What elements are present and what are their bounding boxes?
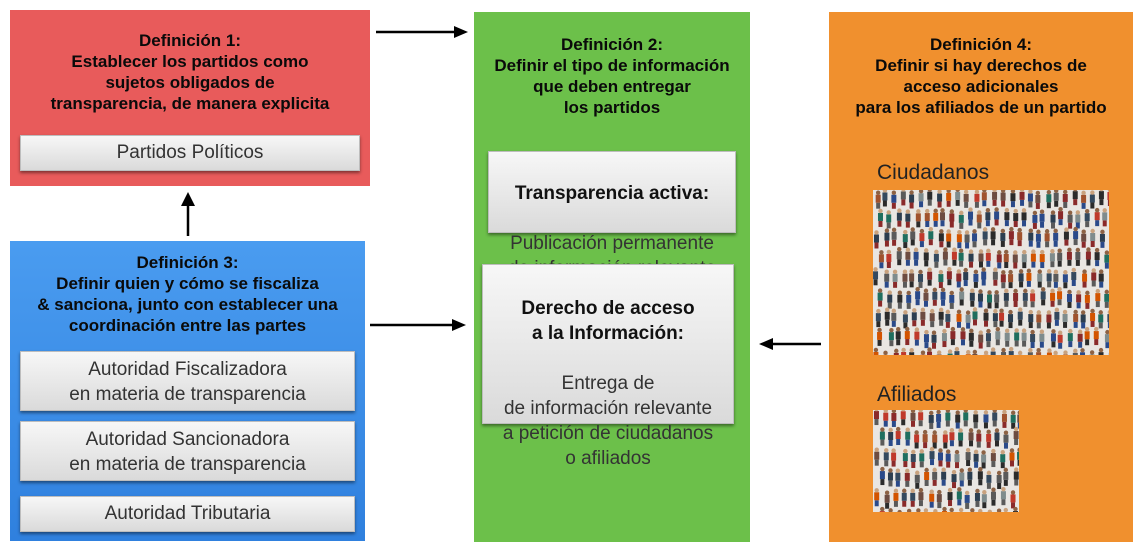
afiliados-label: Afiliados	[877, 383, 957, 406]
partidos-politicos-box: Partidos Políticos	[20, 135, 360, 171]
definition-1-title: Definición 1: Establecer los partidos co…	[50, 31, 330, 113]
transparencia-activa-heading: Transparencia activa:	[514, 183, 710, 204]
definition-4-title: Definición 4: Definir si hay derechos de…	[855, 35, 1107, 117]
autoridad-tributaria-box: Autoridad Tributaria	[20, 496, 355, 532]
definition-3-title: Definición 3: Definir quien y cómo se fi…	[37, 253, 338, 335]
arrow-def3-to-def1	[181, 192, 195, 236]
ciudadanos-crowd-image	[873, 190, 1109, 355]
transparencia-activa-box: Transparencia activa: Publicación perman…	[488, 151, 736, 279]
arrow-def3-to-def2	[370, 319, 466, 331]
derecho-acceso-box: Derecho de acceso a la Información: Entr…	[482, 264, 734, 469]
derecho-acceso-body: Entrega de de información relevante a pe…	[502, 373, 714, 469]
derecho-acceso-heading: Derecho de acceso a la Información:	[521, 298, 695, 344]
definition-3-panel: Definición 3: Definir quien y cómo se fi…	[10, 241, 365, 541]
afiliados-crowd-image	[873, 410, 1019, 512]
ciudadanos-label: Ciudadanos	[877, 161, 990, 184]
autoridad-sancionadora-box: Autoridad Sancionadora en materia de tra…	[20, 421, 355, 481]
arrow-def1-to-def2	[376, 26, 468, 38]
definition-2-panel: Definición 2: Definir el tipo de informa…	[474, 12, 750, 542]
definition-2-title: Definición 2: Definir el tipo de informa…	[494, 35, 730, 117]
arrow-def4-to-def2	[759, 338, 821, 350]
definition-4-panel: Definición 4: Definir si hay derechos de…	[829, 12, 1133, 542]
autoridad-fiscalizadora-box: Autoridad Fiscalizadora en materia de tr…	[20, 351, 355, 411]
definition-1-panel: Definición 1: Establecer los partidos co…	[10, 10, 370, 186]
